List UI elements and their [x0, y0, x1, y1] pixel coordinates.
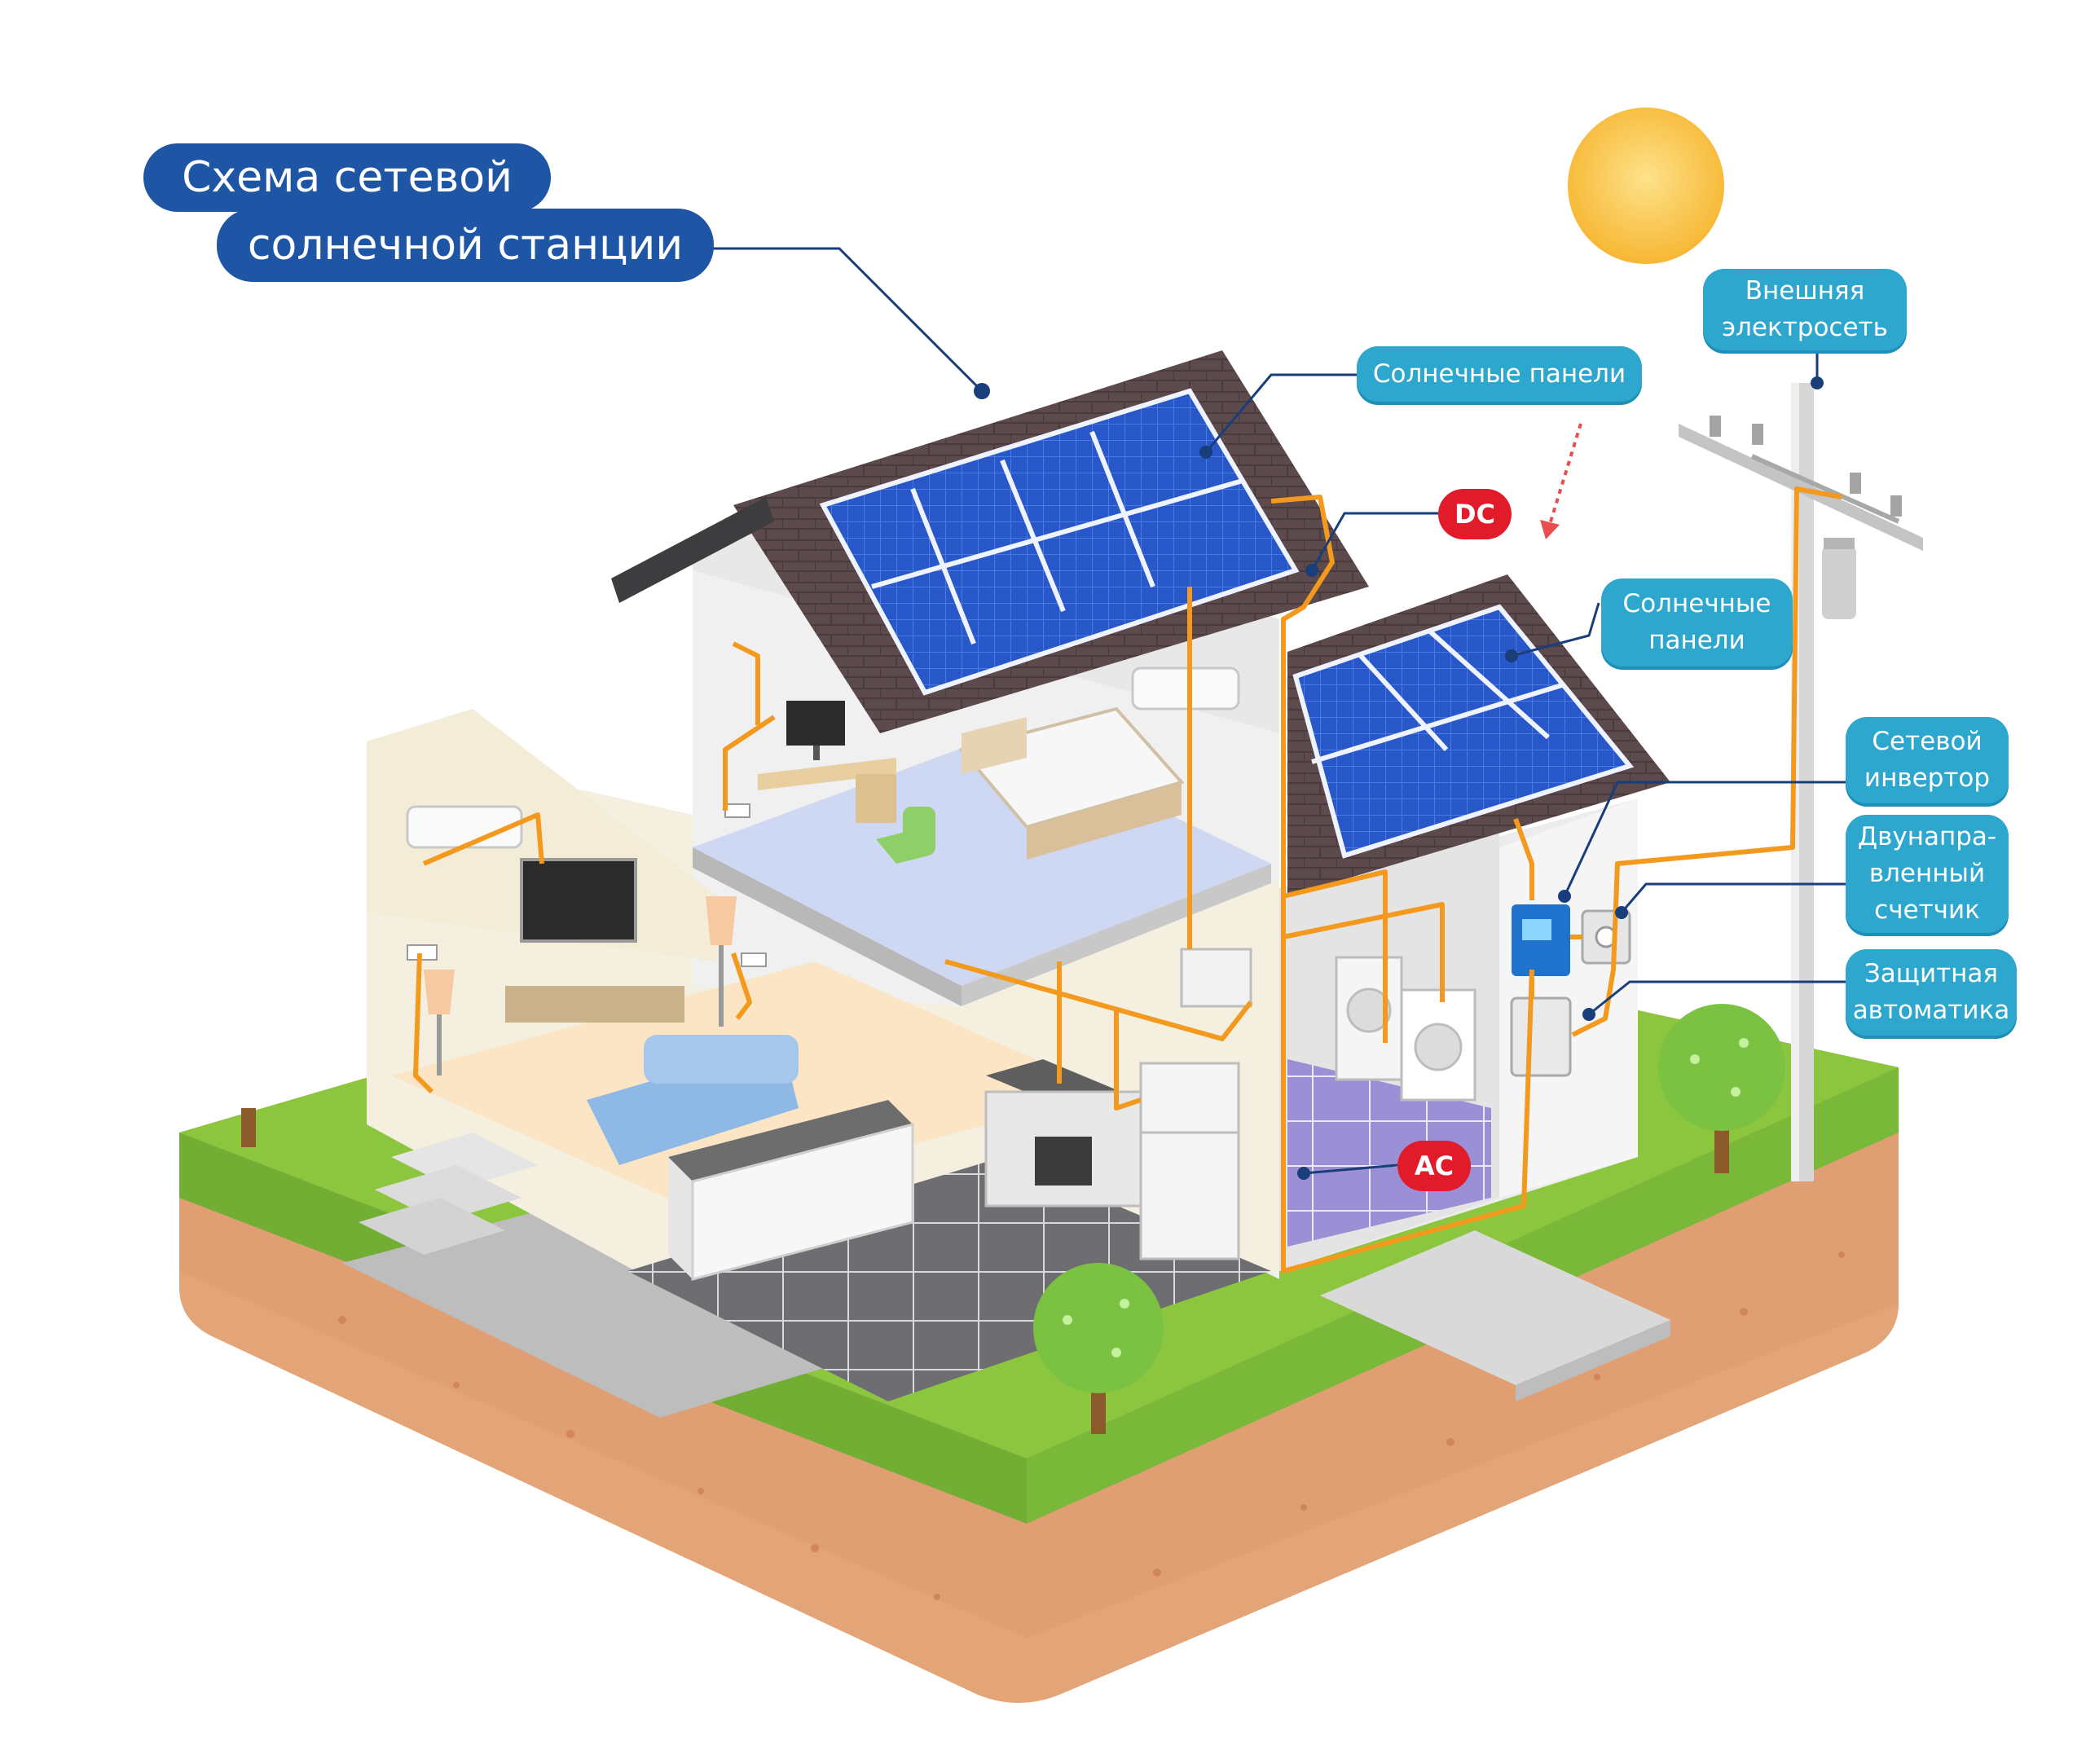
- label-solar-panels-top-text: Солнечные панели: [1372, 359, 1626, 389]
- laundry-floor: [1287, 1059, 1491, 1247]
- label-bidirectional-meter-line-2: вленный: [1868, 859, 1986, 889]
- label-solar-panels-side-line-2: панели: [1648, 626, 1745, 655]
- house-main: [359, 350, 1369, 1401]
- wiring: [413, 486, 1842, 1274]
- title-line-2: солнечной станции: [217, 209, 714, 282]
- label-grid-inverter-line-2: инвертор: [1864, 763, 1991, 793]
- protection-device: [1510, 996, 1572, 1077]
- label-bidirectional-meter: Двунапра- вленный счетчик: [1846, 815, 2009, 933]
- bidirectional-meter-device: [1581, 909, 1631, 965]
- label-external-grid-line-1: Внешняя: [1745, 276, 1865, 306]
- label-external-grid-line-2: электросеть: [1722, 313, 1888, 342]
- tree-front: [1033, 1263, 1164, 1434]
- sunlight-arrow-icon: [1547, 423, 1582, 530]
- label-bidirectional-meter-line-1: Двунапра-: [1857, 822, 1997, 852]
- label-protection-line-1: Защитная: [1864, 959, 1999, 989]
- sun-icon: [1568, 108, 1724, 264]
- label-solar-panels-side-line-1: Солнечные: [1622, 589, 1771, 619]
- dc-tag: DC: [1438, 489, 1512, 539]
- title-line-1: Схема сетевой: [143, 143, 551, 212]
- tree-right: [1658, 1004, 1785, 1173]
- solar-panels-side-array: [1296, 607, 1630, 856]
- label-protection: Защитная автоматика: [1846, 949, 2017, 1036]
- leader-dots: [974, 376, 1824, 1180]
- inverter-device: [1512, 904, 1570, 976]
- label-protection-line-2: автоматика: [1852, 996, 2010, 1025]
- label-solar-panels-side: Солнечные панели: [1601, 578, 1793, 666]
- label-bidirectional-meter-line-3: счетчик: [1874, 895, 1980, 925]
- label-solar-panels-top: Солнечные панели: [1357, 346, 1642, 402]
- solar-panels-main-array: [823, 391, 1296, 693]
- kitchen-floor: [627, 1157, 1271, 1401]
- leader-lines: [713, 247, 1846, 1175]
- label-external-grid: Внешняя электросеть: [1703, 269, 1907, 350]
- label-grid-inverter: Сетевой инвертор: [1846, 717, 2009, 803]
- ac-tag: AC: [1397, 1141, 1471, 1191]
- label-grid-inverter-line-1: Сетевой: [1872, 727, 1983, 757]
